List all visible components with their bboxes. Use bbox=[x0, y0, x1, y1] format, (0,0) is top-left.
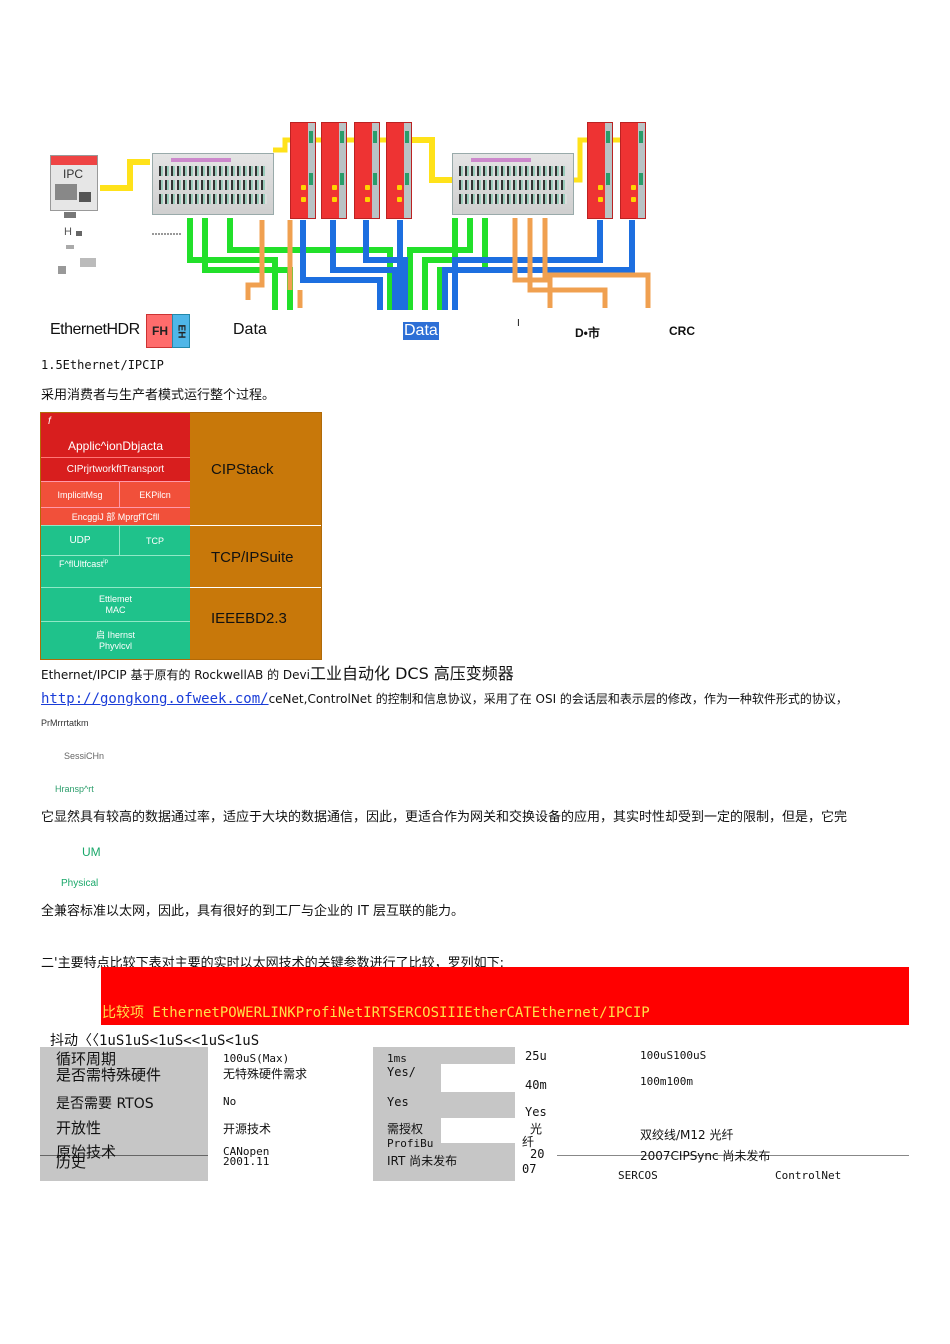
table-header-text: 比较项 EthernetPOWERLINKProfiNetIRTSERCOSII… bbox=[102, 1005, 650, 1021]
cip-stack-label: CIPStack bbox=[211, 461, 274, 478]
cell-c2: 需授权 bbox=[387, 1122, 424, 1136]
tcp-ip-suite-label: TCP/IPSuite bbox=[211, 549, 294, 566]
cell-c1: CANopen bbox=[223, 1145, 270, 1158]
section-heading: 1.5Ethernet/IPCIP bbox=[41, 358, 164, 372]
cell-c3: 40m bbox=[525, 1078, 547, 1092]
physical-layer: 启 Ihernst Phyvlcvl bbox=[41, 621, 190, 659]
cell-c3: 25u bbox=[525, 1049, 547, 1063]
cip-transport-layer: CIPrjrtworkftTransport bbox=[41, 457, 190, 481]
cell-c4: 100uS100uS bbox=[640, 1049, 707, 1062]
sercos-label: SERCOS bbox=[618, 1169, 658, 1182]
cell-c3: 纤 bbox=[522, 1135, 535, 1149]
f-mark: f bbox=[48, 416, 51, 427]
drive-1 bbox=[290, 122, 316, 219]
body-line-1: Ethernet/IPCIP 基于原有的 RockwellAB 的 Devi工业… bbox=[41, 664, 514, 683]
row-name: 历史 bbox=[56, 1153, 87, 1171]
drive-6 bbox=[620, 122, 646, 219]
jitter-row: 抖动〈〈1uS1uS<1uS<<1uS<1uS bbox=[50, 1033, 260, 1049]
cell-c1: 100uS(Max) bbox=[223, 1052, 290, 1065]
row-name: 是否需要 RTOS bbox=[56, 1096, 154, 1112]
cell-c1: 2001.11 bbox=[223, 1155, 270, 1168]
row-name: 开放性 bbox=[56, 1119, 102, 1137]
row-name: 是否需特殊硬件 bbox=[56, 1066, 162, 1084]
eh-box: EH bbox=[172, 314, 190, 348]
row-name: 循环周期 bbox=[56, 1050, 117, 1068]
osi-transport-label: Hransp^rt bbox=[55, 784, 94, 794]
ieee-label: IEEEBD2.3 bbox=[211, 610, 287, 627]
cell-c3: 20 bbox=[530, 1147, 545, 1161]
body-para-3: 全兼容标准以太网，因此，具有很好的到工厂与企业的 IT 层互联的能力。 bbox=[41, 904, 465, 919]
ipc-device: IPC bbox=[50, 155, 98, 211]
cell-c4: 100m100m bbox=[640, 1075, 693, 1088]
cell-c3: 光 bbox=[530, 1122, 543, 1136]
udp-cell: UDP bbox=[41, 525, 119, 555]
section-intro: 采用消费者与生产者模式运行整个过程。 bbox=[41, 388, 276, 403]
cell-c2: ProfiBu bbox=[387, 1137, 434, 1150]
body-para-2: 它显然具有较高的数据通过率，适应于大块的数据通信，因此，更适合作为网关和交换设备… bbox=[41, 810, 848, 825]
osi-presentation-label: PrMrrrtatkm bbox=[41, 718, 89, 728]
ethernet-mac-layer: Ettlemet MAC bbox=[41, 587, 190, 621]
cell-c2: Yes bbox=[387, 1095, 409, 1109]
cable-lines bbox=[100, 137, 651, 310]
table-header-bar: 比较项 EthernetPOWERLINKProfiNetIRTSERCOSII… bbox=[101, 967, 909, 1025]
fh-box: FH bbox=[146, 314, 174, 348]
cell-c1: 开源技术 bbox=[223, 1122, 272, 1136]
h-label: H bbox=[64, 226, 72, 238]
cip-stack-diagram: Applic^ionDbjacta f CIPrjrtworkftTranspo… bbox=[40, 412, 322, 660]
cell-c2: IRT 尚未发布 bbox=[387, 1154, 458, 1168]
data-label-2: Data bbox=[403, 322, 439, 340]
crc-label: CRC bbox=[669, 324, 695, 338]
cell-c3-extra: 07 bbox=[522, 1162, 537, 1176]
app-objects-layer: Applic^ionDbjacta bbox=[41, 413, 190, 457]
cell-c2: Yes/ bbox=[387, 1065, 416, 1079]
osi-um-label: UM bbox=[82, 845, 101, 859]
drive-4 bbox=[386, 122, 412, 219]
ipc-label: IPC bbox=[63, 167, 84, 181]
controlnet-label: ControlNet bbox=[775, 1169, 842, 1182]
d-city-label: D•市 bbox=[575, 326, 600, 340]
separator-label: I bbox=[517, 318, 520, 329]
io-module-1 bbox=[152, 153, 274, 215]
io-module-2 bbox=[452, 153, 574, 215]
osi-session-label: SessiCHn bbox=[64, 751, 105, 761]
drive-2 bbox=[321, 122, 347, 219]
cell-c1: 无特殊硬件需求 bbox=[223, 1067, 308, 1081]
col-name-bg bbox=[40, 1047, 208, 1181]
ipc-port-icon bbox=[64, 212, 76, 218]
cell-c1: No bbox=[223, 1095, 237, 1108]
encapsulation-layer: EncggiJ 部 MprgfTCfll bbox=[41, 507, 190, 525]
cell-c2: 1ms bbox=[387, 1052, 407, 1065]
row-name: 原始技术 bbox=[56, 1143, 117, 1161]
cell-c3: Yes bbox=[525, 1105, 547, 1119]
osi-physical-label: Physical bbox=[61, 878, 99, 889]
cell-c4: 双绞线/M12 光纤 bbox=[640, 1128, 734, 1142]
implicit-msg-cell: ImplicitMsg bbox=[41, 481, 119, 507]
explicit-msg-cell: EKPilcn bbox=[119, 481, 190, 507]
ethernet-hdr-label: EthernetHDR bbox=[50, 321, 140, 338]
drive-5 bbox=[587, 122, 613, 219]
body-line-2: http://gongkong.ofweek.com/ceNet,Control… bbox=[41, 691, 848, 707]
cell-c4: 2007CIPSync 尚未发布 bbox=[640, 1149, 771, 1163]
drive-3 bbox=[354, 122, 380, 219]
tcp-cell: TCP bbox=[119, 525, 190, 555]
gongkong-link[interactable]: http://gongkong.ofweek.com/ bbox=[41, 691, 269, 707]
data-label-1: Data bbox=[233, 321, 267, 338]
